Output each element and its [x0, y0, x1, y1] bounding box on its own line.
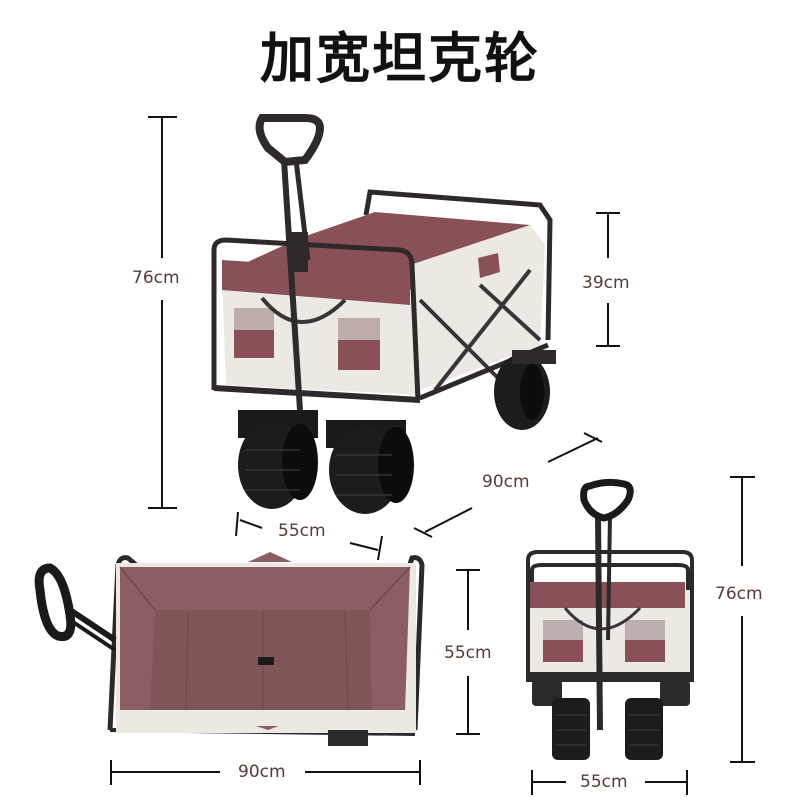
perspective-height-label: 76cm	[130, 268, 182, 288]
top-view-length-label: 90cm	[236, 762, 288, 782]
page-title: 加宽坦克轮	[260, 27, 540, 90]
perspective-bed-depth-label: 39cm	[580, 273, 632, 293]
wagon-front-view	[526, 478, 694, 760]
perspective-length-label: 90cm	[480, 472, 532, 492]
top-view-width-label: 55cm	[442, 643, 494, 663]
wagon-top-view	[34, 552, 425, 746]
front-view-height-label: 76cm	[713, 584, 765, 604]
front-view-width-label: 55cm	[578, 772, 630, 792]
dimension-lines	[110, 116, 755, 795]
perspective-width-label: 55cm	[276, 521, 328, 541]
wagon-perspective	[211, 114, 556, 514]
